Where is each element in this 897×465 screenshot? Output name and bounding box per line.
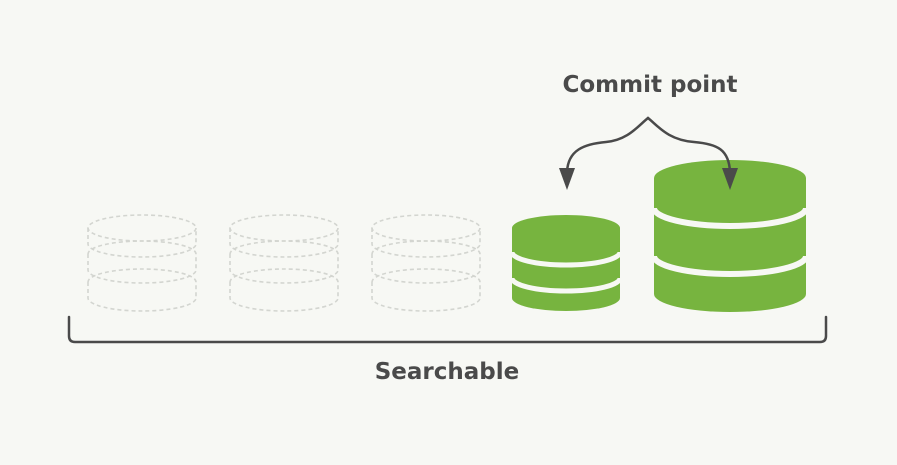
searchable-label: Searchable [374,359,520,385]
commit-point-arrows [565,116,732,174]
segment-faded-3-top-cap [371,214,481,242]
commit-arrow-right-line [646,116,732,174]
segment-committed-large-divider-2 [651,255,809,277]
segment-faded-2 [229,214,339,312]
segment-committed-large-divider-1 [651,207,809,229]
segment-faded-2-bottom-layer [229,268,339,312]
segment-faded-3-bottom-layer [371,268,481,312]
searchable-bracket [67,315,828,344]
segment-faded-1-middle-layer [87,240,197,284]
commit-arrow-right-head-icon [722,168,738,190]
segment-faded-3-middle-layer [371,240,481,284]
segment-faded-1-top-layer [87,228,197,258]
commit-point-label: Commit point [562,72,738,98]
segment-faded-3-top-layer [371,228,481,258]
segment-committed-small-divider-1 [509,251,623,268]
segment-faded-2-middle-layer [229,240,339,284]
commit-arrow-left-line [565,116,650,174]
segment-faded-1 [87,214,197,312]
segment-committed-small [509,215,623,311]
segment-faded-3 [371,214,481,312]
segment-faded-1-top-cap [87,214,197,242]
segment-faded-1-bottom-layer [87,268,197,312]
segment-committed-large [651,160,809,312]
segment-committed-small-divider-2 [509,277,623,294]
segment-faded-2-top-layer [229,228,339,258]
commit-arrow-left-head-icon [559,168,575,190]
segment-faded-2-top-cap [229,214,339,242]
